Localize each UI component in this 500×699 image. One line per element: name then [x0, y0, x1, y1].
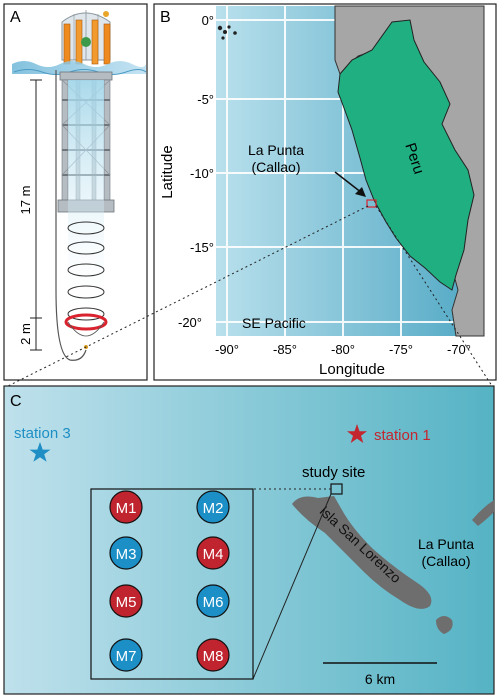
inset-connectors [252, 488, 332, 680]
panel-a: A [3, 3, 148, 381]
svg-text:M4: M4 [203, 546, 224, 563]
depth-scale: 17 m 2 m [18, 79, 42, 351]
la-punta-shore [472, 500, 494, 526]
panel-a-letter: A [10, 9, 21, 26]
lat-tick-1: -5° [197, 92, 214, 107]
scale-bar: 6 km [323, 662, 437, 687]
svg-text:M5: M5 [116, 594, 137, 611]
mesocosm-m2: M2 [196, 490, 230, 524]
mesocosm-m8: M8 [196, 638, 230, 672]
study-site-label: study site [302, 464, 365, 481]
station-1-label: station 1 [374, 427, 431, 444]
ocean-label: SE Pacific [242, 315, 306, 331]
overview-map: Peru La Punta (Callao) SE Pacific [216, 5, 485, 337]
mesocosm-m7: M7 [109, 638, 143, 672]
mesocosm-m3: M3 [109, 536, 143, 570]
station-3-label: station 3 [14, 425, 71, 442]
lat-tick-3: -15° [190, 240, 214, 255]
lon-tick-2: -80° [331, 342, 355, 357]
y-axis-label: Latitude [159, 145, 176, 198]
town-label-line2: (Callao) [421, 553, 470, 569]
svg-text:M8: M8 [203, 648, 224, 665]
station-3-star [29, 442, 51, 462]
zoom-connectors [7, 205, 493, 387]
lon-tick-1: -85° [273, 342, 297, 357]
lat-tick-2: -10° [190, 166, 214, 181]
depth-total-label: 17 m [18, 186, 33, 215]
lon-ticks: -90° -85° -80° -75° -70° [215, 342, 471, 357]
lon-tick-0: -90° [215, 342, 239, 357]
panel-b: B [153, 3, 497, 381]
lat-tick-4: -20° [178, 315, 202, 330]
svg-text:M7: M7 [116, 648, 137, 665]
lat-ticks: 0° -5° -10° -15° [190, 13, 214, 255]
mesocosm-m6: M6 [196, 584, 230, 618]
town-label-line1: La Punta [418, 536, 474, 552]
island-shape [292, 496, 432, 609]
svg-text:M2: M2 [203, 500, 224, 517]
panel-c: C station 3 station 1 study site Isla Sa… [3, 385, 495, 695]
lon-tick-3: -75° [389, 342, 413, 357]
galapagos-islands [217, 25, 237, 40]
panel-c-letter: C [10, 393, 22, 410]
station-1-star [347, 424, 367, 443]
svg-text:M1: M1 [116, 500, 137, 517]
study-area-marker [366, 199, 377, 208]
small-island [436, 616, 453, 634]
lat-tick-0: 0° [202, 13, 214, 28]
lon-tick-4: -70° [447, 342, 471, 357]
svg-text:M6: M6 [203, 594, 224, 611]
mesocosm-m4: M4 [196, 536, 230, 570]
panel-b-letter: B [160, 9, 171, 26]
location-label-line1: La Punta [248, 142, 304, 158]
mesocosm-m5: M5 [109, 584, 143, 618]
mesocosm-illustration [12, 10, 147, 361]
scale-bar-label: 6 km [365, 671, 395, 687]
x-axis-label: Longitude [319, 361, 385, 378]
location-label-line2: (Callao) [251, 159, 300, 175]
svg-text:M3: M3 [116, 546, 137, 563]
peru-shape [337, 19, 475, 291]
mesocosm-m1: M1 [109, 490, 143, 524]
mesocosm-inset: M1 M2 M3 M4 M5 M6 M7 M8 [90, 488, 254, 680]
depth-bottom-label: 2 m [18, 323, 33, 345]
